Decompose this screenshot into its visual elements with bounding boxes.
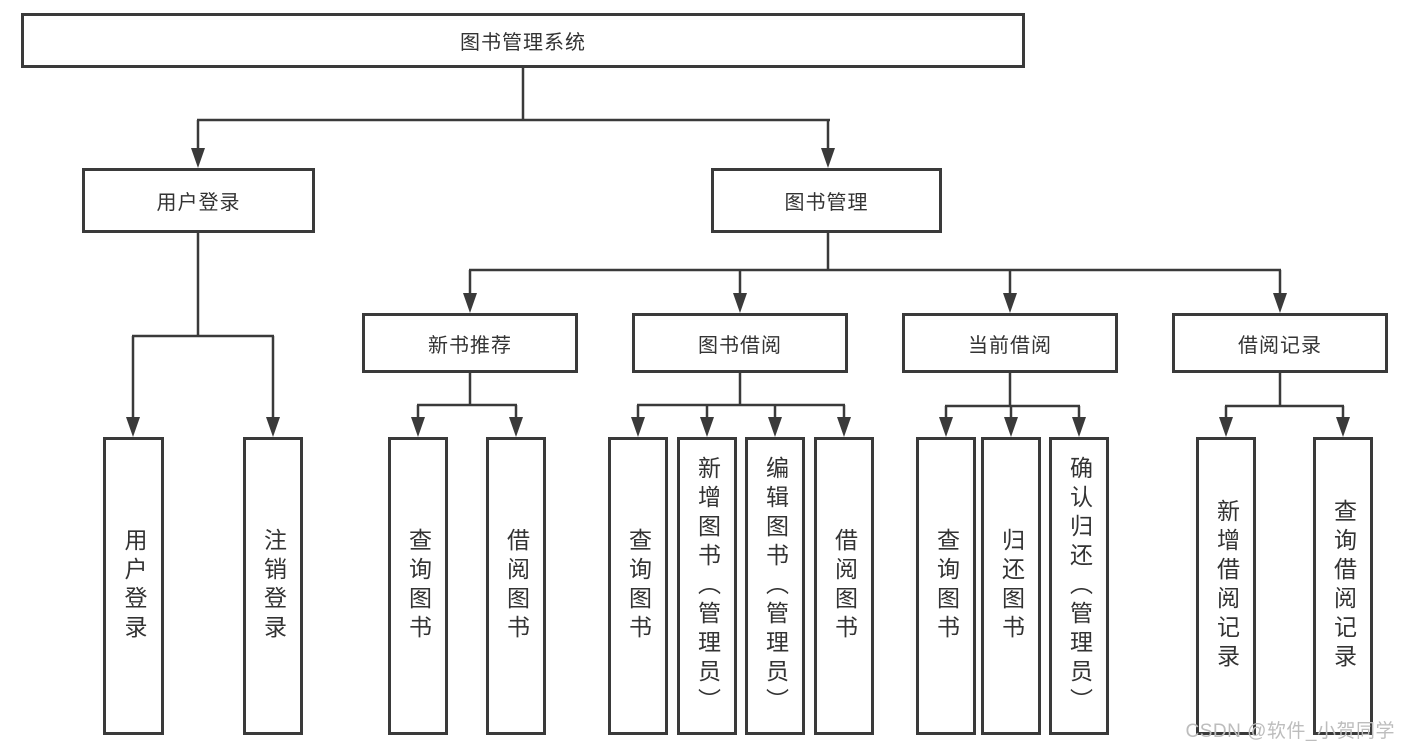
connector-current-children bbox=[939, 373, 1086, 437]
leaf-label: 归还图书 bbox=[998, 528, 1025, 644]
node-root-library-system: 图书管理系统 bbox=[21, 13, 1025, 68]
leaf-logout: 注销登录 bbox=[243, 437, 303, 735]
arrowhead bbox=[837, 417, 851, 437]
arrowhead bbox=[1072, 417, 1086, 437]
leaf-confirm-return-admin: 确认归还（管理员） bbox=[1049, 437, 1109, 735]
leaf-label: 查询图书 bbox=[405, 528, 432, 644]
leaf-borrow-books-recommend: 借阅图书 bbox=[486, 437, 546, 735]
node-label: 新书推荐 bbox=[428, 334, 512, 357]
leaf-label: 新增借阅记录 bbox=[1213, 499, 1240, 673]
node-label: 图书管理 bbox=[784, 192, 869, 214]
leaf-label: 新增图书（管理员） bbox=[694, 455, 721, 717]
node-borrow-records: 借阅记录 bbox=[1172, 313, 1388, 373]
connector-newbooks-children bbox=[411, 373, 523, 437]
leaf-label: 用户登录 bbox=[121, 528, 147, 644]
leaf-add-borrow-record: 新增借阅记录 bbox=[1196, 437, 1256, 735]
arrowhead bbox=[463, 293, 477, 313]
arrowhead bbox=[1273, 293, 1287, 313]
connector-userlogin-children bbox=[126, 233, 280, 437]
arrowhead bbox=[733, 293, 747, 313]
node-user-login-branch: 用户登录 bbox=[82, 168, 315, 233]
leaf-label: 查询借阅记录 bbox=[1330, 499, 1357, 673]
arrowhead bbox=[631, 417, 645, 437]
csdn-watermark: CSDN @软件_小贺同学 bbox=[1185, 721, 1395, 742]
arrowhead bbox=[509, 417, 523, 437]
node-label: 当前借阅 bbox=[968, 334, 1052, 357]
leaf-label: 查询图书 bbox=[933, 528, 960, 644]
arrowhead bbox=[1004, 417, 1018, 437]
node-label: 图书借阅 bbox=[698, 334, 782, 357]
node-new-book-recommend: 新书推荐 bbox=[362, 313, 578, 373]
leaf-edit-books-admin: 编辑图书（管理员） bbox=[745, 437, 805, 735]
leaf-label: 借阅图书 bbox=[503, 528, 530, 644]
leaf-borrow-books: 借阅图书 bbox=[814, 437, 874, 735]
node-book-borrow: 图书借阅 bbox=[632, 313, 848, 373]
leaf-label: 查询图书 bbox=[625, 528, 652, 644]
leaf-return-books: 归还图书 bbox=[981, 437, 1041, 735]
leaf-label: 注销登录 bbox=[260, 528, 287, 644]
connector-borrow-children bbox=[631, 373, 851, 437]
arrowhead bbox=[768, 417, 782, 437]
node-book-management-branch: 图书管理 bbox=[711, 168, 942, 233]
leaf-query-books-current: 查询图书 bbox=[916, 437, 976, 735]
node-root-label: 图书管理系统 bbox=[460, 32, 586, 54]
leaf-label: 确认归还（管理员） bbox=[1066, 455, 1093, 717]
leaf-user-login: 用户登录 bbox=[103, 437, 164, 735]
node-label: 用户登录 bbox=[156, 192, 241, 214]
arrowhead bbox=[411, 417, 425, 437]
arrowhead bbox=[700, 417, 714, 437]
leaf-add-books-admin: 新增图书（管理员） bbox=[677, 437, 737, 735]
connector-records-children bbox=[1219, 373, 1350, 437]
arrowhead bbox=[191, 148, 205, 168]
leaf-query-books-borrow: 查询图书 bbox=[608, 437, 668, 735]
node-label: 借阅记录 bbox=[1238, 334, 1322, 357]
arrowhead bbox=[266, 417, 280, 437]
arrowhead bbox=[821, 148, 835, 168]
arrowhead bbox=[1003, 293, 1017, 313]
arrowhead bbox=[939, 417, 953, 437]
connector-root-to-level2 bbox=[191, 68, 835, 168]
arrowhead bbox=[126, 417, 140, 437]
node-current-borrow: 当前借阅 bbox=[902, 313, 1118, 373]
leaf-query-borrow-record: 查询借阅记录 bbox=[1313, 437, 1373, 735]
arrowhead bbox=[1336, 417, 1350, 437]
connector-bookmgmt-children bbox=[463, 233, 1287, 313]
arrowhead bbox=[1219, 417, 1233, 437]
leaf-label: 借阅图书 bbox=[831, 528, 858, 644]
leaf-query-books-recommend: 查询图书 bbox=[388, 437, 448, 735]
leaf-label: 编辑图书（管理员） bbox=[762, 455, 789, 717]
